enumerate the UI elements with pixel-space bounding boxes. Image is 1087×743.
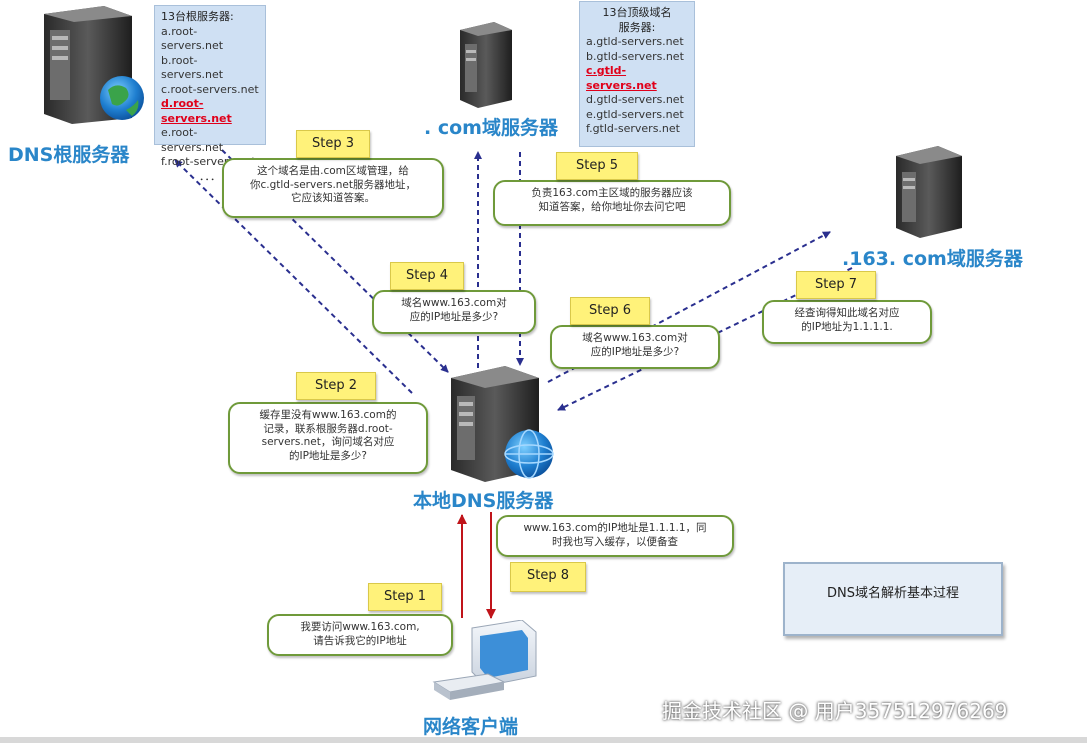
client-computer-icon bbox=[432, 620, 537, 700]
gtld-panel-title-1: 13台顶级域名 bbox=[602, 6, 672, 19]
bubble-step-7: 经查询得知此域名对应 的IP地址为1.1.1.1. bbox=[762, 300, 932, 344]
163-server-label: .163. com域服务器 bbox=[842, 248, 1023, 270]
bubble-text: 记录，联系根服务器d.root- bbox=[263, 422, 393, 435]
bubble-text: servers.net，询问域名对应 bbox=[261, 436, 395, 448]
root-item: e.root-servers.net bbox=[161, 126, 224, 154]
bottom-band bbox=[0, 737, 1087, 743]
com-server-icon bbox=[460, 22, 512, 108]
bubble-step-2: 缓存里没有www.163.com的 记录，联系根服务器d.root- serve… bbox=[228, 402, 428, 474]
bubble-text: www.163.com的IP地址是1.1.1.1，同 bbox=[523, 522, 707, 534]
bubble-step-1: 我要访问www.163.com, 请告诉我它的IP地址 bbox=[267, 614, 453, 656]
local-dns-label: 本地DNS服务器 bbox=[413, 490, 554, 512]
diagram-caption: DNS域名解析基本过程 bbox=[783, 562, 1003, 636]
bubble-step-6: 域名www.163.com对 应的IP地址是多少? bbox=[550, 325, 720, 369]
bubble-text: 这个域名是由.com区域管理，给 bbox=[257, 165, 409, 177]
bubble-text: 应的IP地址是多少? bbox=[409, 310, 499, 323]
watermark: 掘金技术社区 @ 用户357512976269 bbox=[662, 699, 1008, 723]
bubble-step-8: www.163.com的IP地址是1.1.1.1，同 时我也写入缓存，以便备查 bbox=[496, 515, 734, 557]
step-6-tag: Step 6 bbox=[570, 297, 650, 325]
gtld-item-highlighted: c.gtld-servers.net bbox=[586, 64, 657, 92]
bubble-text: 域名www.163.com对 bbox=[401, 297, 507, 309]
bubble-text: 域名www.163.com对 bbox=[582, 332, 688, 344]
root-server-icon bbox=[44, 6, 144, 124]
step-8-tag: Step 8 bbox=[510, 562, 586, 592]
root-servers-panel: 13台根服务器: a.root-servers.net b.root-serve… bbox=[154, 5, 266, 183]
arrow-local-to-root bbox=[174, 159, 413, 394]
client-label: 网络客户端 bbox=[423, 716, 519, 738]
bubble-text: 应的IP地址是多少? bbox=[590, 345, 680, 358]
bubble-text: 的IP地址为1.1.1.1. bbox=[801, 320, 893, 333]
bubble-text: 知道答案，给你地址你去问它吧 bbox=[538, 200, 686, 213]
bubble-text: 我要访问www.163.com, bbox=[300, 621, 420, 633]
step-7-tag: Step 7 bbox=[796, 271, 876, 299]
bubble-text: 你c.gtld-servers.net服务器地址， bbox=[249, 178, 417, 191]
step-5-tag: Step 5 bbox=[556, 152, 638, 180]
step-3-tag: Step 3 bbox=[296, 130, 370, 158]
bubble-text: 请告诉我它的IP地址 bbox=[313, 634, 407, 647]
bubble-text: 的IP地址是多少? bbox=[288, 449, 367, 462]
bubble-text: 它应该知道答案。 bbox=[291, 192, 375, 204]
root-item: b.root-servers.net bbox=[161, 53, 224, 82]
gtld-item: f.gtld-servers.net bbox=[586, 122, 680, 135]
gtld-item: b.gtld-servers.net bbox=[586, 49, 684, 63]
step-4-tag: Step 4 bbox=[390, 262, 464, 290]
bubble-step-5: 负责163.com主区域的服务器应该 知道答案，给你地址你去问它吧 bbox=[493, 180, 731, 226]
root-item: a.root-servers.net bbox=[161, 24, 224, 53]
163-server-icon bbox=[896, 146, 962, 238]
gtld-item: a.gtld-servers.net bbox=[586, 35, 684, 48]
root-panel-title: 13台根服务器: bbox=[161, 10, 234, 23]
root-item-highlighted: d.root-servers.net bbox=[161, 97, 232, 125]
gtld-panel-title-2: 服务器: bbox=[618, 20, 656, 34]
gtld-item: e.gtld-servers.net bbox=[586, 107, 684, 121]
bubble-text: 经查询得知此域名对应 bbox=[794, 307, 900, 319]
gtld-servers-panel: 13台顶级域名 服务器: a.gtld-servers.net b.gtld-s… bbox=[579, 1, 695, 147]
root-item-ellipsis: ．．． bbox=[199, 169, 221, 183]
local-dns-server-icon bbox=[451, 366, 554, 482]
com-server-label: . com域服务器 bbox=[424, 117, 558, 139]
arrow-root-to-local bbox=[221, 149, 449, 373]
step-1-tag: Step 1 bbox=[368, 583, 442, 611]
root-item: c.root-servers.net bbox=[161, 82, 259, 96]
bubble-step-4: 域名www.163.com对 应的IP地址是多少? bbox=[372, 290, 536, 334]
bubble-step-3: 这个域名是由.com区域管理，给 你c.gtld-servers.net服务器地… bbox=[222, 158, 444, 218]
bubble-text: 缓存里没有www.163.com的 bbox=[259, 409, 397, 421]
bubble-text: 负责163.com主区域的服务器应该 bbox=[531, 187, 693, 199]
step-2-tag: Step 2 bbox=[296, 372, 376, 400]
root-server-label: DNS根服务器 bbox=[8, 144, 130, 166]
bubble-text: 时我也写入缓存，以便备查 bbox=[552, 535, 678, 548]
gtld-item: d.gtld-servers.net bbox=[586, 93, 684, 106]
